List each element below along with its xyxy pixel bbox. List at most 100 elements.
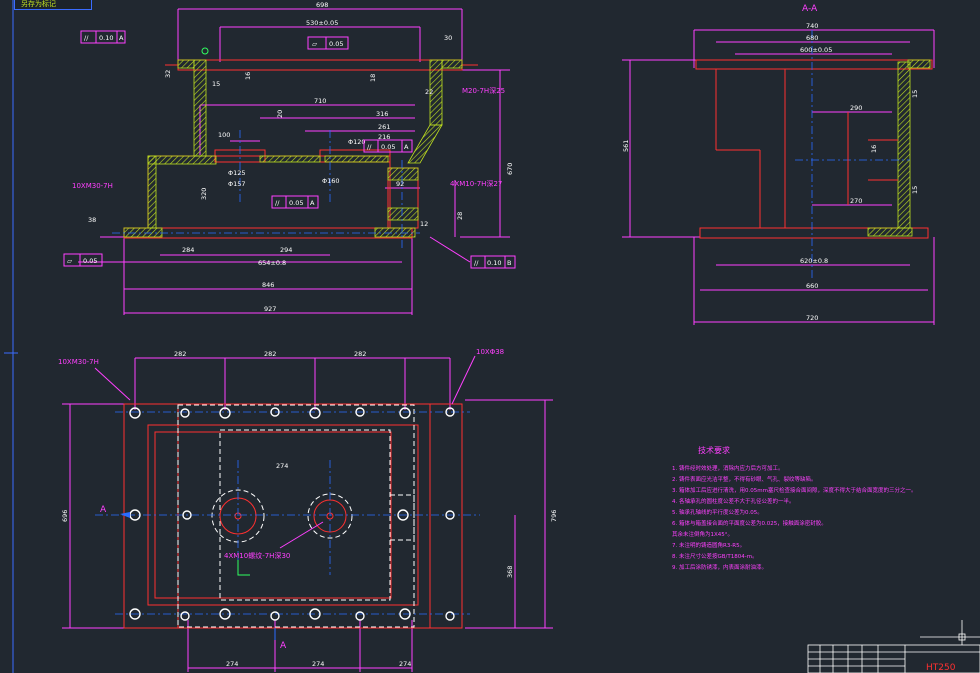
svg-text:0.10: 0.10 [99, 34, 113, 42]
svg-text:▱: ▱ [312, 40, 317, 48]
tech-req-item-6: 6. 箱体与箱盖接合面的平面度公差为0.025，接触面涂密封胶。 [672, 519, 827, 527]
label-10xd38: 10XΦ38 [476, 348, 504, 356]
dim-274a: 274 [226, 660, 238, 668]
dim-290: 290 [850, 104, 862, 112]
dim-16: 16 [244, 72, 252, 80]
dim-282c: 282 [354, 350, 366, 358]
svg-text:B: B [507, 259, 511, 267]
dim-294: 294 [280, 246, 292, 254]
label-d160: Φ160 [322, 177, 340, 185]
dim-20: 20 [276, 110, 284, 118]
dim-22: 22 [425, 88, 433, 96]
svg-text:▱: ▱ [67, 257, 72, 265]
datum-marker-icon [201, 47, 209, 55]
dim-284: 284 [182, 246, 194, 254]
svg-text:0.10: 0.10 [487, 259, 501, 267]
material-label: HT250 [926, 663, 956, 673]
tech-req-item-8: 8. 未注尺寸公差按GB/T1804-m。 [672, 552, 758, 560]
section-mark-a-left: A [100, 505, 107, 515]
tol-frame-4: // 0.05 A [271, 195, 319, 209]
dim-927: 927 [264, 305, 276, 313]
dim-670: 670 [506, 163, 514, 175]
tol-frame-5: ▱ 0.05 [63, 253, 103, 267]
tech-req-title: 技术要求 [698, 445, 730, 455]
tech-req-item-5: 5. 轴承孔轴线的平行度公差为0.05。 [672, 508, 763, 516]
dim-15b: 15 [911, 186, 919, 194]
dim-18: 18 [369, 74, 377, 82]
svg-text:0.05: 0.05 [83, 257, 97, 265]
tol-frame-6: // 0.10 B [470, 255, 516, 269]
tech-requirements: 技术要求 1. 铸件经时效处理，消除内应力后方可加工。 2. 铸件表面应光洁平整… [672, 445, 916, 571]
title-block [807, 644, 980, 673]
svg-text:0.05: 0.05 [289, 199, 303, 207]
svg-text:A: A [310, 199, 315, 207]
dim-15: 15 [212, 80, 220, 88]
dim-696: 696 [61, 510, 69, 522]
dim-274-center: 274 [276, 462, 288, 470]
tech-req-item-2: 2. 铸件表面应光洁平整，不得有砂眼、气孔、裂纹等缺陷。 [672, 475, 817, 483]
label-d125: Φ125 [228, 169, 246, 177]
svg-text:0.05: 0.05 [329, 40, 343, 48]
dim-261: 261 [378, 123, 390, 131]
header-tab-label: 另存为标记 [21, 0, 56, 8]
dim-654: 654±0.8 [258, 259, 286, 267]
svg-text://: // [367, 143, 372, 151]
dim-15a: 15 [911, 90, 919, 98]
dim-16a: 16 [870, 145, 878, 153]
svg-text://: // [474, 259, 479, 267]
dim-698: 698 [316, 1, 328, 9]
dim-320: 320 [200, 188, 208, 200]
label-10xm30-front: 10XM30-7H [72, 182, 113, 190]
plan-dimensions: 282 282 282 274 274 274 274 696 796 368 … [58, 348, 558, 668]
dim-282a: 282 [174, 350, 186, 358]
dim-32: 32 [164, 70, 172, 78]
dim-368: 368 [506, 566, 514, 578]
dim-600: 600±0.05 [800, 46, 832, 54]
header-tab[interactable]: 另存为标记 [14, 0, 92, 10]
dim-710: 710 [314, 97, 326, 105]
label-m20: M20-7H深25 [462, 86, 505, 95]
dim-274b: 274 [312, 660, 324, 668]
svg-text:0.05: 0.05 [381, 143, 395, 151]
dim-561: 561 [622, 140, 630, 152]
dim-282b: 282 [264, 350, 276, 358]
plan-view [62, 355, 553, 672]
dim-274c: 274 [399, 660, 411, 668]
dim-530: 530±0.05 [306, 19, 338, 27]
dim-28: 28 [456, 212, 464, 220]
dim-92: 92 [396, 180, 404, 188]
dim-620: 620±0.8 [800, 257, 828, 265]
svg-text:A: A [119, 34, 124, 42]
tol-frame-2: ▱ 0.05 [307, 36, 349, 50]
tech-req-item-1: 1. 铸件经时效处理，消除内应力后方可加工。 [672, 464, 784, 472]
svg-text://: // [84, 34, 89, 42]
dim-660: 660 [806, 282, 818, 290]
section-title: A-A [802, 4, 818, 14]
tolerance-frames: // 0.10 A ▱ 0.05 // 0.05 A // 0. [63, 30, 516, 269]
tol-frame-3: // 0.05 A [363, 139, 413, 153]
dim-720: 720 [806, 314, 818, 322]
tech-req-item-7: 7. 未注明的铸造圆角R3-R5。 [672, 541, 745, 549]
dim-316: 316 [376, 110, 388, 118]
front-view [78, 8, 510, 315]
dim-796: 796 [550, 510, 558, 522]
label-10xm30-plan: 10XM30-7H [58, 358, 99, 366]
label-d157: Φ157 [228, 180, 246, 188]
tech-req-item-9: 9. 加工后涂防锈漆，内表面涂耐油漆。 [672, 563, 767, 571]
label-4xm10-plan: 4XM10螺纹-7H深30 [224, 551, 290, 560]
dim-680: 680 [806, 34, 818, 42]
section-view [622, 29, 935, 325]
svg-text://: // [275, 199, 280, 207]
dim-216: 216 [378, 133, 390, 141]
dim-38: 38 [88, 216, 96, 224]
label-d120: Φ120 [348, 138, 366, 146]
front-view-dimensions: 698 530±0.05 710 316 261 216 100 92 294 … [72, 1, 514, 313]
dim-846: 846 [262, 281, 274, 289]
svg-text:A: A [404, 143, 409, 151]
dim-100: 100 [218, 131, 230, 139]
tech-req-item-4: 4. 各轴承孔的圆柱度公差不大于孔径公差的一半。 [672, 497, 795, 505]
dim-740: 740 [806, 22, 818, 30]
section-dimensions: A-A 740 680 600±0.05 561 290 270 620±0.8… [622, 4, 919, 322]
